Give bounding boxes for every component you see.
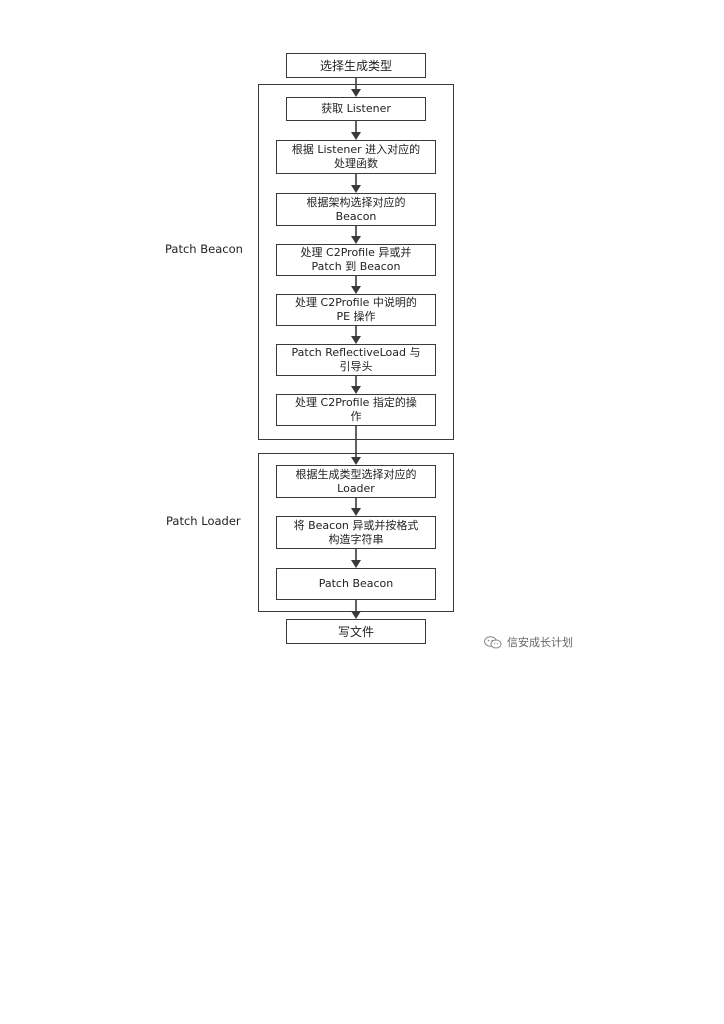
step-select-loader: 根据生成类型选择对应的 Loader [276, 465, 436, 498]
arrowhead [351, 132, 361, 140]
arrowhead [351, 560, 361, 568]
end-node: 写文件 [286, 619, 426, 644]
group-label-patch-beacon: Patch Beacon [165, 242, 243, 256]
step-pe-operations: 处理 C2Profile 中说明的 PE 操作 [276, 294, 436, 326]
arrowhead [351, 508, 361, 516]
arrowhead [351, 336, 361, 344]
step-patch-beacon: Patch Beacon [276, 568, 436, 600]
step-listener-handler: 根据 Listener 进入对应的 处理函数 [276, 140, 436, 174]
arrowhead [351, 89, 361, 97]
step-select-arch-beacon: 根据架构选择对应的 Beacon [276, 193, 436, 226]
step-xor-build-string: 将 Beacon 异或并按格式 构造字符串 [276, 516, 436, 549]
group-label-patch-loader: Patch Loader [166, 514, 241, 528]
arrowhead [351, 185, 361, 193]
start-node: 选择生成类型 [286, 53, 426, 78]
watermark: 信安成长计划 [484, 634, 573, 650]
arrowhead [351, 286, 361, 294]
arrowhead [351, 457, 361, 465]
arrowhead [351, 236, 361, 244]
arrowhead [351, 611, 361, 619]
step-c2profile-ops: 处理 C2Profile 指定的操 作 [276, 394, 436, 426]
step-xor-patch-beacon: 处理 C2Profile 异或并 Patch 到 Beacon [276, 244, 436, 276]
wechat-icon [484, 635, 502, 649]
step-get-listener: 获取 Listener [286, 97, 426, 121]
arrowhead [351, 386, 361, 394]
step-patch-reflectiveload: Patch ReflectiveLoad 与 引导头 [276, 344, 436, 376]
watermark-text: 信安成长计划 [507, 636, 573, 649]
